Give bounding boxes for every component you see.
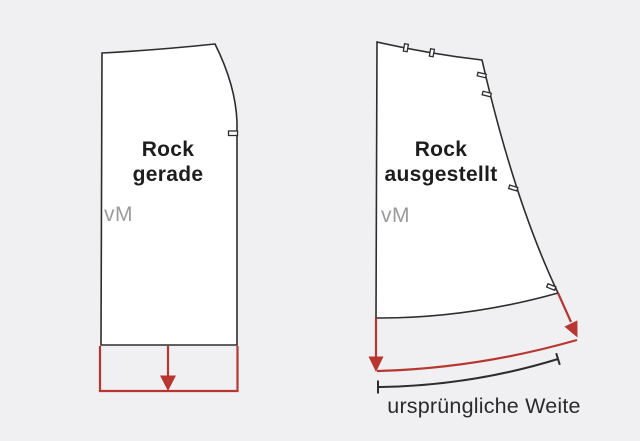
notch-mark [227,130,239,137]
straight-skirt-title: Rock gerade [98,137,238,187]
lengthen-arrow-icon [160,346,176,391]
flared-skirt-title-line1: Rock [414,138,468,161]
original-width-label: ursprüngliche Weite [387,394,581,418]
measure-arc [377,358,559,388]
lengthen-extension-outline [98,346,239,393]
original-width-measure [377,352,561,394]
notch-mark [428,47,436,58]
notch-mark [476,71,488,79]
flared-skirt-title: Rock ausgestellt [371,137,511,187]
straight-skirt-title-line2: gerade [132,163,204,186]
flared-skirt-outline [375,40,560,319]
new-hem-curve [376,338,578,373]
straight-skirt-center-front-label: vM [104,203,133,226]
measure-end-tick [555,352,561,366]
drop-arrow-left-icon [368,318,384,372]
lengthen-extension [98,346,239,393]
straight-skirt-piece [100,43,239,346]
notch-mark [481,90,493,98]
notch-mark [402,42,410,53]
notch-mark [507,184,519,192]
hem-drop-annotation [368,292,578,373]
flared-skirt-piece [375,40,560,319]
notch-mark [545,282,557,292]
straight-skirt-title-line1: Rock [141,138,195,161]
flared-skirt-center-front-label: vM [381,204,410,227]
straight-skirt-outline [100,43,238,346]
flared-skirt-title-line2: ausgestellt [384,163,498,186]
drop-arrow-right-icon [556,292,578,338]
